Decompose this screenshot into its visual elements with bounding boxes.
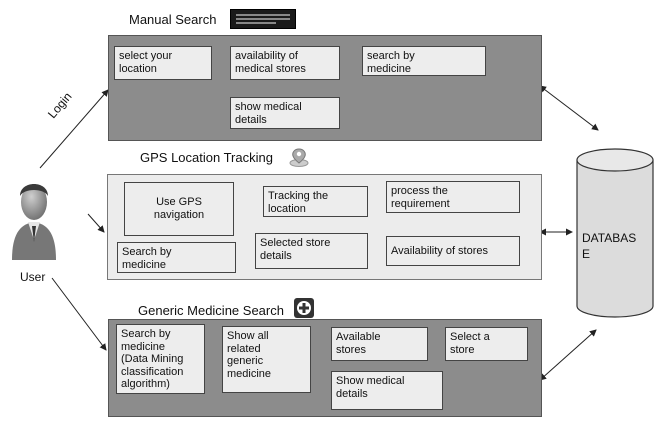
availability-medical-stores-box: availability of medical stores <box>230 46 340 80</box>
login-connector <box>39 89 109 169</box>
use-gps-navigation-box: Use GPS navigation <box>124 182 234 236</box>
db-manual-connector <box>539 85 599 131</box>
user-avatar-icon <box>10 172 58 267</box>
db-generic-connector <box>539 329 597 381</box>
keyboard-icon <box>230 9 296 29</box>
show-related-generic-box: Show all related generic medicine <box>222 326 311 393</box>
plus-icon <box>294 298 314 318</box>
database-cylinder <box>576 148 654 318</box>
select-location-box: select your location <box>114 46 212 80</box>
manual-search-title: Manual Search <box>129 12 217 27</box>
selected-store-details-box: Selected store details <box>255 233 368 269</box>
search-by-medicine-box: search by medicine <box>362 46 486 76</box>
search-data-mining-box: Search by medicine (Data Mining classifi… <box>116 324 205 394</box>
user-to-gps-connector <box>87 213 105 233</box>
generic-search-title: Generic Medicine Search <box>138 303 284 318</box>
generic-show-medical-details-box: Show medical details <box>331 371 443 410</box>
location-pin-icon <box>288 147 310 172</box>
select-a-store-box: Select a store <box>445 327 528 361</box>
database-label: DATABAS E <box>582 231 637 261</box>
user-to-generic-connector <box>51 277 107 351</box>
gps-tracking-title: GPS Location Tracking <box>140 150 273 165</box>
tracking-location-box: Tracking the location <box>263 186 368 217</box>
show-medical-details-box: show medical details <box>230 97 340 129</box>
availability-of-stores-box: Availability of stores <box>386 236 520 266</box>
available-stores-box: Available stores <box>331 327 428 361</box>
process-requirement-box: process the requirement <box>386 181 520 213</box>
user-label: User <box>20 270 46 284</box>
gps-search-by-medicine-box: Search by medicine <box>117 242 236 273</box>
